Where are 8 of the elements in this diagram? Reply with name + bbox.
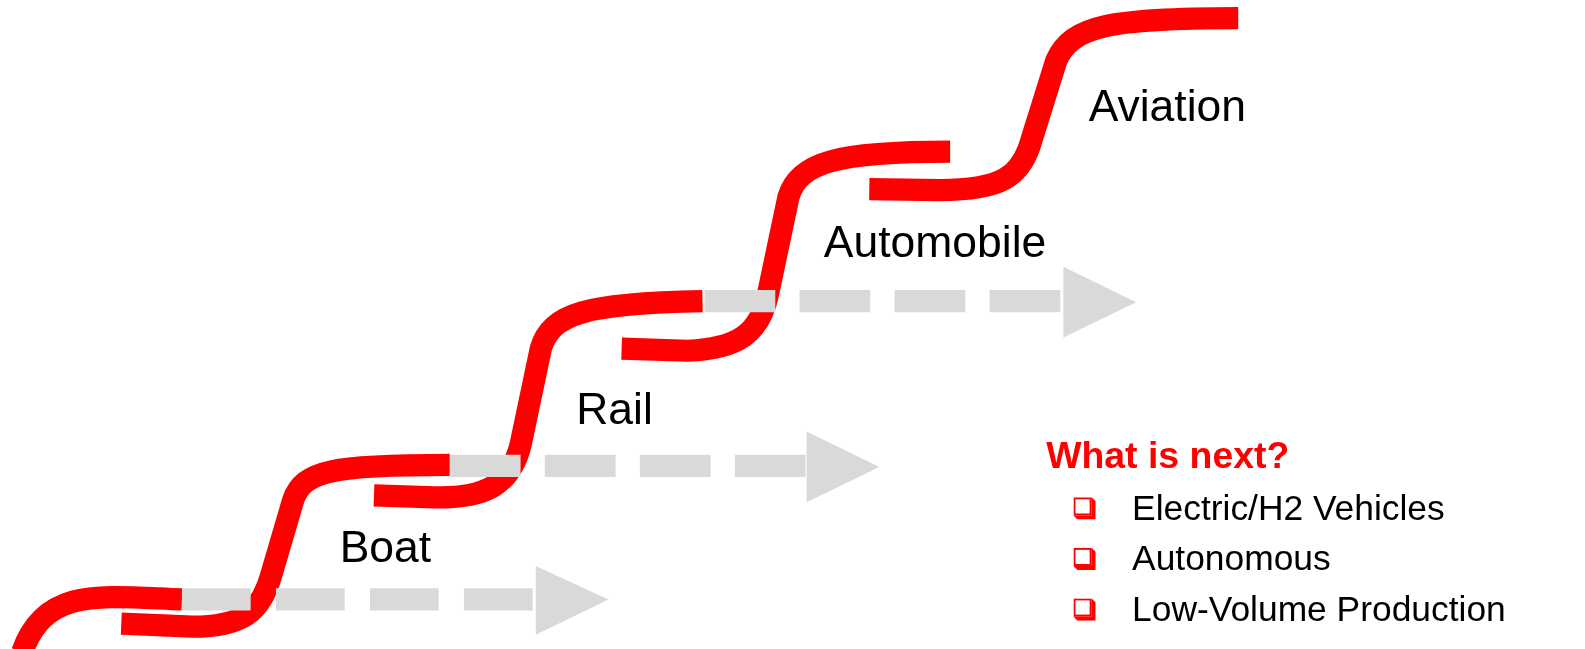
heading: What is next? <box>1046 436 1290 475</box>
list-item: Electric/H2 Vehicles <box>1132 489 1445 525</box>
list-item: Low-Volume Production <box>1132 590 1506 626</box>
stage-label: Automobile <box>823 219 1047 264</box>
list-item: Autonomous <box>1132 539 1331 576</box>
stage-label: Aviation <box>1088 83 1247 129</box>
stage-label: Rail <box>576 386 653 431</box>
stage-label: Boat <box>339 524 432 570</box>
